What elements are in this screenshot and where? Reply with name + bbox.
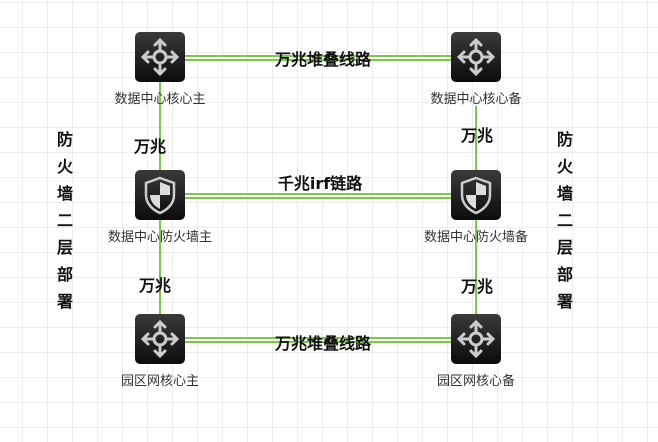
switch-icon[interactable]: [135, 32, 185, 82]
device-label: 园区网核心主: [120, 374, 200, 389]
link-label-bottom: 万兆堆叠线路: [274, 334, 372, 353]
device-label: 数据中心防火墙主: [107, 230, 213, 245]
link-label-right-upper: 万兆: [460, 126, 494, 145]
side-label-right: 防火墙二层部署: [556, 130, 573, 311]
link-bottom: [185, 337, 451, 343]
link-top: [185, 55, 451, 61]
link-middle: [185, 193, 451, 199]
switch-icon[interactable]: [451, 314, 501, 364]
device-label: 数据中心核心主: [114, 92, 206, 107]
link-label-middle: 千兆irf链路: [277, 174, 363, 193]
link-label-left-lower: 万兆: [138, 276, 172, 295]
device-label: 数据中心核心备: [430, 92, 522, 107]
firewall-shield-icon[interactable]: [451, 170, 501, 220]
link-label-top: 万兆堆叠线路: [274, 50, 372, 69]
side-label-left: 防火墙二层部署: [56, 130, 73, 311]
switch-icon[interactable]: [135, 314, 185, 364]
switch-icon[interactable]: [451, 32, 501, 82]
device-label: 园区网核心备: [436, 374, 516, 389]
device-label: 数据中心防火墙备: [423, 230, 529, 245]
firewall-shield-icon[interactable]: [135, 170, 185, 220]
link-label-left-upper: 万兆: [133, 137, 167, 156]
link-label-right-lower: 万兆: [460, 277, 494, 296]
